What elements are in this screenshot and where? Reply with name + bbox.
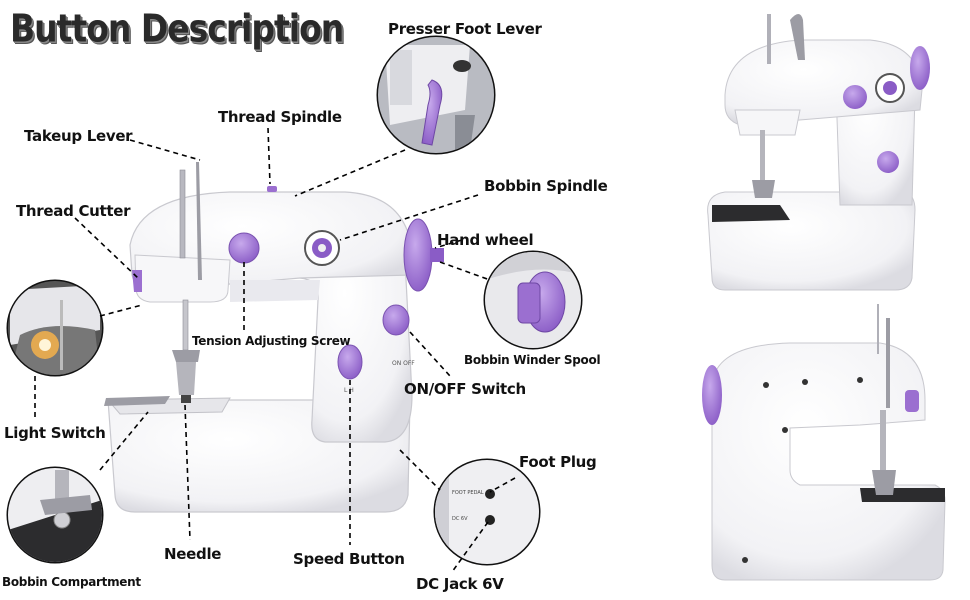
label-tension-adjusting-screw: Tension Adjusting Screw [192, 334, 351, 348]
label-hand-wheel: Hand wheel [437, 231, 534, 249]
side-view-right-machine [702, 304, 946, 581]
bobbin-compartment-inset [6, 466, 104, 564]
side-view-left-machine [707, 14, 930, 291]
label-bobbin-compartment: Bobbin Compartment [2, 575, 141, 589]
label-takeup-lever: Takeup Lever [24, 127, 133, 145]
label-thread-cutter: Thread Cutter [16, 202, 131, 220]
label-light-switch: Light Switch [4, 424, 106, 442]
label-foot-plug: Foot Plug [519, 453, 597, 471]
svg-text:FOOT PEDAL: FOOT PEDAL [452, 490, 484, 496]
foot-plug-inset: FOOT PEDAL DC 6V [433, 458, 541, 566]
label-speed-button: Speed Button [293, 550, 405, 568]
leader-lines [34, 127, 516, 573]
label-dc-jack: DC Jack 6V [416, 575, 504, 593]
label-bobbin-winder-spool: Bobbin Winder Spool [464, 353, 601, 367]
presser-foot-inset [376, 35, 496, 155]
page-title: Button Description [10, 6, 344, 51]
svg-text:L H: L H [344, 387, 354, 394]
label-needle: Needle [164, 545, 222, 563]
label-thread-spindle: Thread Spindle [218, 108, 342, 126]
label-bobbin-spindle: Bobbin Spindle [484, 177, 608, 195]
svg-text:DC 6V: DC 6V [452, 516, 468, 522]
light-switch-inset [6, 279, 104, 377]
label-on-off-switch: ON/OFF Switch [404, 380, 526, 398]
svg-text:ON OFF: ON OFF [392, 360, 415, 367]
label-presser-foot-lever: Presser Foot Lever [388, 20, 542, 38]
bobbin-winder-inset [483, 250, 583, 350]
main-machine: ON OFF L H [104, 162, 444, 513]
